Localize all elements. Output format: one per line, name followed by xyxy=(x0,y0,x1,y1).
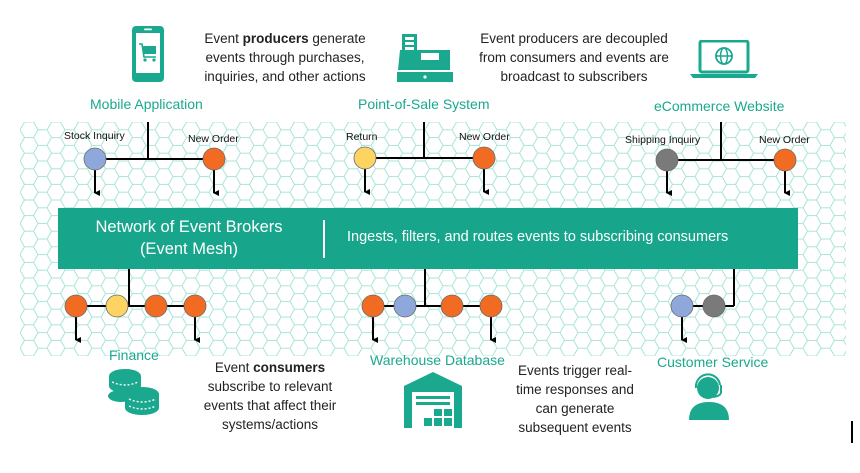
event-label: New Order xyxy=(188,133,239,145)
event-circle-orange xyxy=(361,294,385,318)
decoupled-caption: Event producers are decoupled from consu… xyxy=(479,31,669,84)
triggers-caption: Events trigger real-time responses and c… xyxy=(516,363,634,435)
headset-agent-icon xyxy=(689,373,729,420)
consumer-label-warehouse: Warehouse Database xyxy=(370,352,505,368)
event-circle-orange xyxy=(479,294,503,318)
event-mesh-bar: Network of Event Brokers (Event Mesh) In… xyxy=(58,208,798,269)
cash-register-icon xyxy=(397,34,453,82)
caption-text: Event xyxy=(204,31,243,46)
producer-label-ecommerce: eCommerce Website xyxy=(654,98,785,114)
event-circle-yellow xyxy=(353,146,377,170)
event-label: Return xyxy=(346,131,378,143)
event-circle-orange xyxy=(440,294,464,318)
mesh-title-line2: (Event Mesh) xyxy=(139,240,239,258)
coins-icon xyxy=(108,369,159,415)
event-circle-orange xyxy=(773,148,797,172)
event-circle-orange xyxy=(144,294,168,318)
warehouse-icon xyxy=(404,372,462,428)
event-circle-blue xyxy=(670,294,694,318)
event-label: Stock Inquiry xyxy=(64,130,125,142)
consumer-label-customer-service: Customer Service xyxy=(657,354,769,370)
event-circle-blue xyxy=(393,294,417,318)
mesh-title-line1: Network of Event Brokers xyxy=(95,218,283,236)
event-circle-yellow xyxy=(105,294,129,318)
mobile-cart-icon xyxy=(132,26,164,82)
event-circle-gray xyxy=(655,148,679,172)
event-label: New Order xyxy=(459,131,510,143)
caption-bold: consumers xyxy=(253,360,326,375)
laptop-globe-icon xyxy=(690,40,758,78)
consumer-label-finance: Finance xyxy=(109,347,159,363)
event-circle-gray xyxy=(702,294,726,318)
event-label: Shipping Inquiry xyxy=(625,134,701,146)
producer-label-mobile: Mobile Application xyxy=(90,96,203,112)
event-circle-orange xyxy=(183,294,207,318)
caption-text: Event xyxy=(214,360,254,375)
consumers-caption: Event consumers subscribe to relevant ev… xyxy=(195,358,345,434)
producer-label-pos: Point-of-Sale System xyxy=(358,96,490,112)
mesh-divider xyxy=(323,220,325,258)
event-circle-orange xyxy=(202,147,226,171)
caption-text: generate events through purchases, inqui… xyxy=(204,31,366,84)
event-label: New Order xyxy=(759,134,810,146)
caption-text: subscribe to relevant events that affect… xyxy=(203,379,337,432)
event-circle-orange xyxy=(472,146,496,170)
text-cursor xyxy=(851,421,853,443)
event-circle-blue xyxy=(83,147,107,171)
caption-bold: producers xyxy=(242,31,309,46)
event-circle-orange xyxy=(64,294,88,318)
mesh-title: Network of Event Brokers (Event Mesh) xyxy=(58,216,320,260)
producers-caption: Event producers generate events through … xyxy=(190,29,380,86)
mesh-description: Ingests, filters, and routes events to s… xyxy=(347,229,729,245)
